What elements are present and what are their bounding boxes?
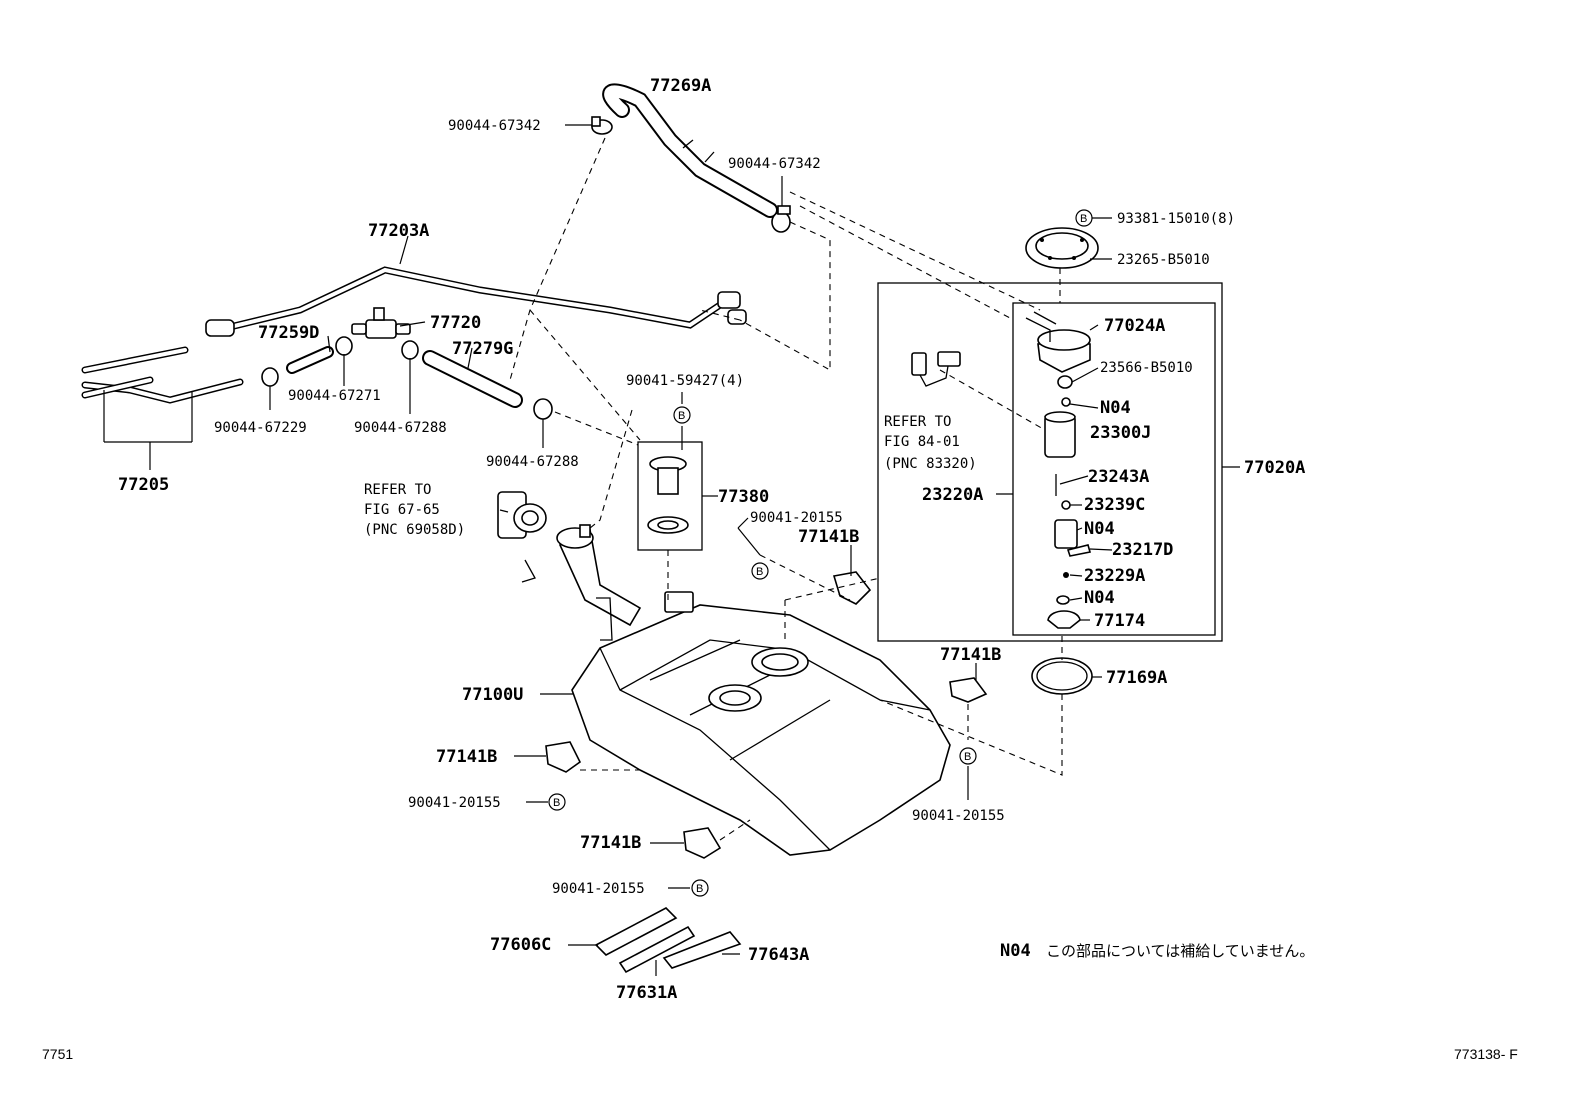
connector-refer-84-drawing <box>911 351 961 387</box>
svg-text:REFER TO: REFER TO <box>884 414 951 430</box>
label-23239C: 23239C <box>1084 495 1145 515</box>
valve-77720-drawing <box>351 307 411 339</box>
label-77141B-d: 77141B <box>580 833 641 853</box>
label-N04-c: N04 <box>1084 588 1115 608</box>
svg-text:FIG 67-65: FIG 67-65 <box>364 502 440 518</box>
svg-text:B: B <box>1080 213 1087 225</box>
label-77606C: 77606C <box>490 935 551 955</box>
gasket-77169A-drawing <box>1031 657 1093 695</box>
label-23220A: 23220A <box>922 485 983 505</box>
label-23243A: 23243A <box>1088 467 1149 487</box>
fuel-tank-77100U-drawing <box>571 591 951 856</box>
svg-text:この部品については補給していません。: この部品については補給していません。 <box>1046 942 1314 960</box>
bolt-symbol-20155-b: B <box>548 793 566 811</box>
pad-77606C-drawing <box>594 907 678 956</box>
label-23300J: 23300J <box>1090 423 1151 443</box>
label-93381-15010: 93381-15010(8) <box>1117 211 1235 227</box>
n04-note: N04 この部品については補給していません。 <box>1000 941 1314 961</box>
label-77020A: 77020A <box>1244 458 1305 478</box>
refer-note-fig-84-01: REFER TO FIG 84-01 (PNC 83320) <box>884 414 977 472</box>
bracket-77141B-d-drawing <box>683 827 722 859</box>
pad-77631A-drawing <box>618 925 696 974</box>
refer-note-fig-67-65: REFER TO FIG 67-65 (PNC 69058D) <box>364 482 465 538</box>
label-77205: 77205 <box>118 475 169 495</box>
sender-gauge-77380-drawing <box>637 441 703 551</box>
svg-text:B: B <box>964 751 971 763</box>
label-77380: 77380 <box>718 487 769 507</box>
clamp-90044-67271-drawing <box>335 336 353 356</box>
bracket-77141B-c-drawing <box>545 741 582 773</box>
assembly-dash-lines <box>509 137 1063 841</box>
label-90044-67342-right: 90044-67342 <box>728 156 821 172</box>
svg-text:B: B <box>553 797 560 809</box>
svg-text:B: B <box>696 883 703 895</box>
label-23217D: 23217D <box>1112 540 1173 560</box>
label-77141B-a: 77141B <box>798 527 859 547</box>
svg-text:N04: N04 <box>1000 941 1031 961</box>
filler-neck-drawing <box>556 524 642 627</box>
label-77720: 77720 <box>430 313 481 333</box>
clamp-90044-67288-b-drawing <box>533 398 553 420</box>
bolt-symbol-20155-a: B <box>751 562 769 580</box>
hose-77279G-drawing <box>422 350 523 408</box>
bracket-77141B-a-drawing <box>832 571 872 605</box>
hose-clamp-upper-left-drawing <box>591 116 613 135</box>
clamp-90044-67288-a-drawing <box>401 340 419 360</box>
label-77174: 77174 <box>1094 611 1145 631</box>
svg-text:(PNC 69058D): (PNC 69058D) <box>364 522 465 538</box>
pump-parts-drawing <box>1044 375 1092 629</box>
label-90041-59427: 90041-59427(4) <box>626 373 744 389</box>
svg-text:B: B <box>678 410 685 422</box>
clamp-90044-67229-drawing <box>261 367 279 387</box>
label-77141B-b: 77141B <box>940 645 1001 665</box>
label-23229A: 23229A <box>1084 566 1145 586</box>
label-77269A: 77269A <box>650 76 711 96</box>
svg-text:(PNC 83320): (PNC 83320) <box>884 456 977 472</box>
label-90041-20155-d: 90041-20155 <box>912 808 1005 824</box>
label-77024A: 77024A <box>1104 316 1165 336</box>
label-N04-a: N04 <box>1100 398 1131 418</box>
label-77141B-c: 77141B <box>436 747 497 767</box>
svg-text:FIG 84-01: FIG 84-01 <box>884 434 960 450</box>
label-77169A: 77169A <box>1106 668 1167 688</box>
footer-left-code: 7751 <box>42 1046 73 1062</box>
label-77259D: 77259D <box>258 323 319 343</box>
label-90041-20155-c: 90041-20155 <box>552 881 645 897</box>
label-90044-67342-top: 90044-67342 <box>448 118 541 134</box>
label-23566-B5010: 23566-B5010 <box>1100 360 1193 376</box>
label-77203A: 77203A <box>368 221 429 241</box>
label-90044-67271: 90044-67271 <box>288 388 381 404</box>
pump-bracket-77024A-drawing <box>1025 311 1091 373</box>
label-23265-B5010: 23265-B5010 <box>1117 252 1210 268</box>
label-77100U: 77100U <box>462 685 523 705</box>
label-77631A: 77631A <box>616 983 677 1003</box>
cover-23265-drawing <box>1025 227 1099 269</box>
tube-77205-drawing <box>81 346 244 404</box>
fuel-lid-lock-drawing <box>497 491 547 583</box>
bolt-symbol-20155-c: B <box>691 879 709 897</box>
label-90041-20155-a: 90041-20155 <box>750 510 843 526</box>
tube-77203A-drawing <box>205 266 747 337</box>
footer-right-code: 773138- F <box>1454 1046 1518 1062</box>
svg-text:REFER TO: REFER TO <box>364 482 431 498</box>
label-N04-b: N04 <box>1084 519 1115 539</box>
label-77279G: 77279G <box>452 339 513 359</box>
label-77643A: 77643A <box>748 945 809 965</box>
leader-lines <box>103 124 1240 976</box>
label-90044-67288-b: 90044-67288 <box>486 454 579 470</box>
label-90041-20155-b: 90041-20155 <box>408 795 501 811</box>
bolt-symbol-93381: B <box>1075 209 1093 227</box>
pump-assembly-frame <box>877 282 1223 642</box>
bolt-symbol-20155-d: B <box>959 747 977 765</box>
bracket-77141B-b-drawing <box>949 677 988 703</box>
hose-77269A-drawing <box>602 83 778 218</box>
svg-text:B: B <box>756 566 763 578</box>
label-90044-67229: 90044-67229 <box>214 420 307 436</box>
pad-77643A-drawing <box>662 931 742 969</box>
label-90044-67288-a: 90044-67288 <box>354 420 447 436</box>
hose-77259D-drawing <box>286 346 334 374</box>
bolt-symbol-77380: B <box>673 406 691 424</box>
